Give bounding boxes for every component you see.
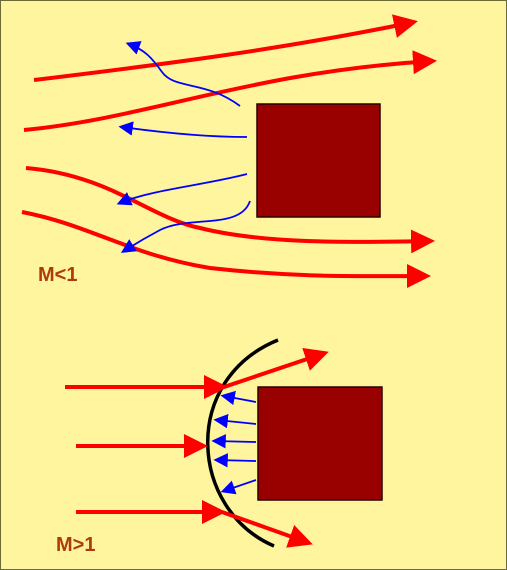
subsonic-signal-1 xyxy=(125,41,241,107)
subsonic-streamline-3 xyxy=(25,166,435,254)
subsonic-streamline-2 xyxy=(23,50,437,132)
subsonic-signal-3 xyxy=(116,173,248,206)
subsonic-label: M<1 xyxy=(38,264,78,286)
supersonic-label: M>1 xyxy=(56,534,96,556)
supersonic-signal-5 xyxy=(220,479,257,495)
subsonic-body-block xyxy=(256,103,381,218)
supersonic-body-block xyxy=(257,386,383,501)
supersonic-signal-1 xyxy=(220,390,257,406)
subsonic-streamline-4 xyxy=(21,210,431,289)
supersonic-signal-4 xyxy=(213,453,257,468)
subsonic-signal-4 xyxy=(120,200,251,253)
supersonic-deflected-flow-bottom xyxy=(221,510,313,548)
supersonic-panel xyxy=(65,338,383,548)
supersonic-signal-2 xyxy=(213,413,257,429)
supersonic-deflected-flow-top xyxy=(223,348,329,389)
supersonic-signal-3 xyxy=(211,434,257,449)
subsonic-streamline-1 xyxy=(33,14,418,82)
subsonic-signal-2 xyxy=(118,121,248,138)
subsonic-panel xyxy=(21,14,437,289)
